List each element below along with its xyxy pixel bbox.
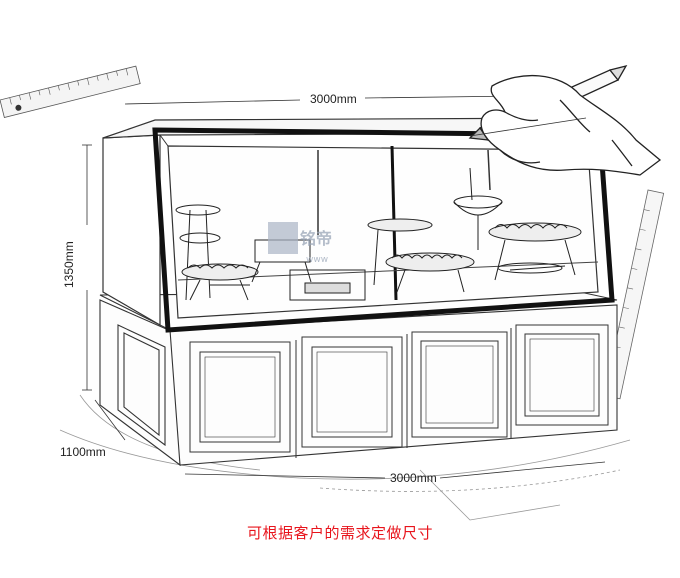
hand-with-pencil-illustration — [468, 64, 662, 176]
watermark-logo: 铭帝 www — [268, 222, 332, 265]
display-items — [175, 167, 582, 301]
glass-case — [102, 117, 615, 333]
watermark-sub: www — [306, 255, 328, 265]
dim-depth: 1100mm — [60, 445, 106, 459]
ruler-left — [0, 65, 141, 118]
custom-size-caption: 可根据客户的需求定做尺寸 — [246, 524, 433, 542]
dim-bottom-width: 3000mm — [390, 471, 437, 485]
floor-guides — [59, 394, 631, 521]
cabinet-doors — [189, 324, 609, 458]
watermark-text: 铭帝 — [300, 229, 332, 248]
hand-guide-line — [469, 117, 587, 137]
dim-top-width: 3000mm — [310, 92, 357, 106]
dim-height: 1350mm — [62, 241, 76, 288]
